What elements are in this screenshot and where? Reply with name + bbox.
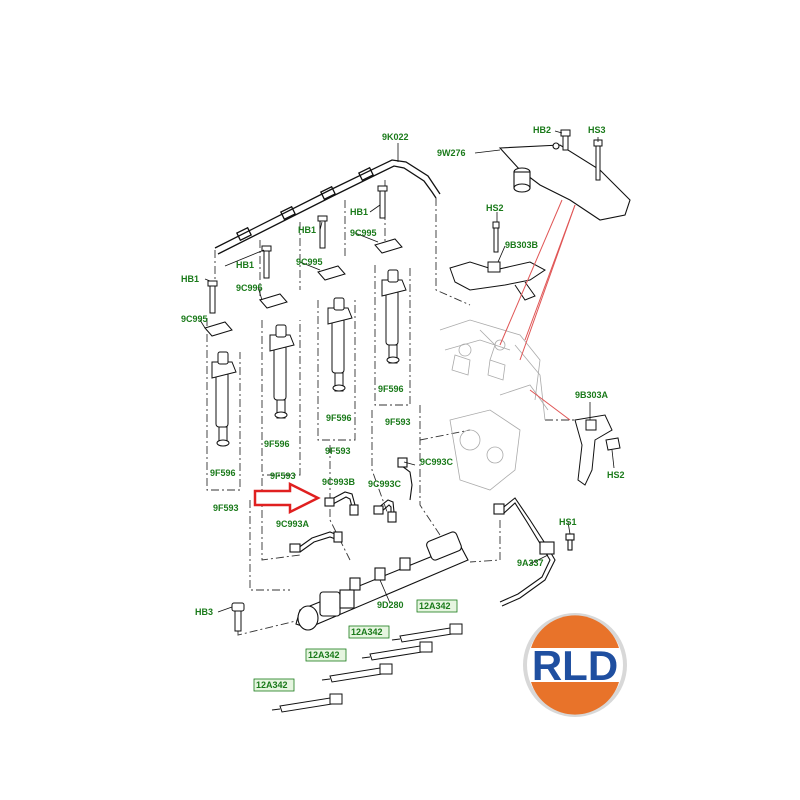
part-label: HB3 [195, 607, 213, 617]
part-label: HS2 [486, 203, 504, 213]
part-label: 9F596 [264, 439, 290, 449]
glow-plug-label: 12A342 [256, 680, 288, 690]
glow-plug-label: 12A342 [351, 627, 383, 637]
fuel-injectors [211, 269, 407, 447]
boxed-part-labels: 12A342 12A342 12A342 12A342 [253, 599, 458, 692]
part-label: 9C995 [350, 228, 377, 238]
part-label: 9C995 [296, 257, 323, 267]
part-label: 9F596 [326, 413, 352, 423]
leader-lines [199, 130, 615, 613]
part-label: 9C993C [368, 479, 402, 489]
part-label: 9B303B [505, 240, 539, 250]
rld-logo: RLD [523, 613, 627, 717]
part-label: HB1 [350, 207, 368, 217]
part-label: 9C995 [181, 314, 208, 324]
glow-plug-label: 12A342 [308, 650, 340, 660]
part-label: 9F593 [385, 417, 411, 427]
heat-shield [498, 142, 631, 221]
red-reference-lines [499, 199, 576, 421]
part-label: 9F593 [270, 471, 296, 481]
common-rail [295, 531, 469, 631]
part-label: HS2 [607, 470, 625, 480]
part-label: HB2 [533, 125, 551, 135]
glow-plugs [271, 623, 463, 713]
engine-block-sketch [439, 319, 549, 491]
bracket-9b303a [574, 414, 621, 486]
bolt-hb1 [207, 185, 388, 314]
bracket-9b303b [449, 221, 546, 301]
part-label: 9C993A [276, 519, 310, 529]
return-pipe-9a337 [493, 497, 575, 607]
part-label: 9D280 [377, 600, 404, 610]
glow-plug-label: 12A342 [419, 601, 451, 611]
fuel-rail-pipe [214, 159, 441, 255]
bolt-hb3 [231, 602, 245, 632]
part-label: 9F593 [213, 503, 239, 513]
part-label: 9B303A [575, 390, 609, 400]
part-label: HB1 [236, 260, 254, 270]
part-label: HS1 [559, 517, 577, 527]
part-label: 9A337 [517, 558, 544, 568]
hp-fuel-pipes [289, 457, 413, 553]
part-label: 9C995 [236, 283, 263, 293]
part-label: 9W276 [437, 148, 466, 158]
clamp-9c995 [204, 238, 403, 337]
part-label: 9C993B [322, 477, 356, 487]
part-label: 9F596 [210, 468, 236, 478]
part-label: 9C993C [420, 457, 454, 467]
part-label: HS3 [588, 125, 606, 135]
bolt-hb2-hs3 [560, 129, 603, 181]
part-label: 9K022 [382, 132, 409, 142]
part-label: 9F596 [378, 384, 404, 394]
logo-text: RLD [532, 642, 618, 689]
part-label: HB1 [181, 274, 199, 284]
highlight-arrow [253, 481, 321, 515]
part-labels: 9K022 9W276 HB2 HS3 HS2 9B303B HB1 9C995… [181, 125, 625, 617]
part-label: 9F593 [325, 446, 351, 456]
part-label: HB1 [298, 225, 316, 235]
